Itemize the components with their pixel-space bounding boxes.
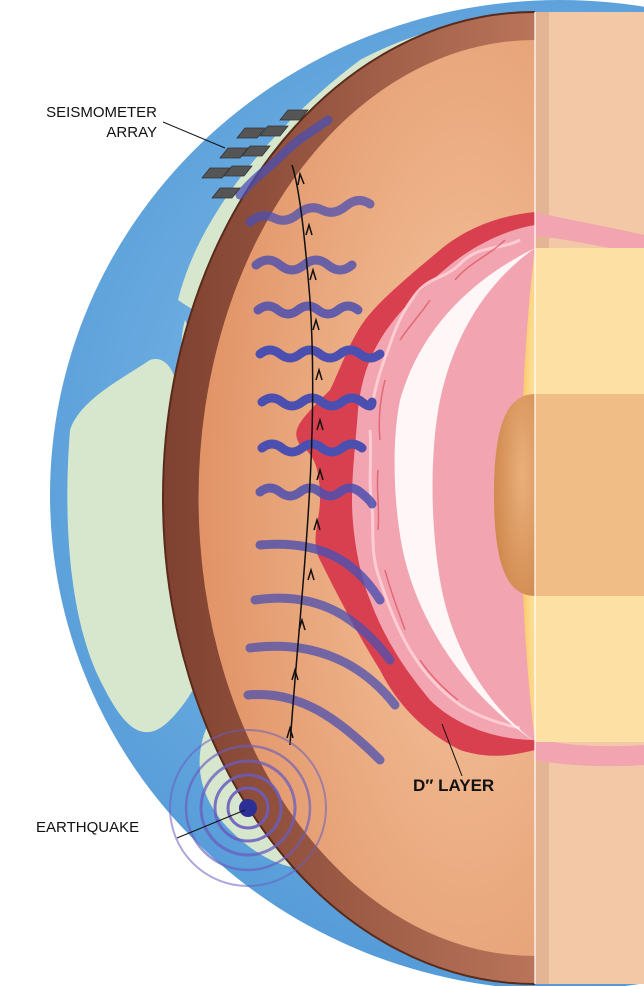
earthquake-label: EARTHQUAKE bbox=[36, 819, 139, 836]
d-layer-label: D″ LAYER bbox=[413, 776, 494, 796]
wave-wiggle-4 bbox=[260, 350, 380, 358]
seismometer-array-label-line1: SEISMOMETER bbox=[46, 104, 157, 121]
inner-core-cut-face bbox=[535, 394, 644, 596]
seismometer-array-label-line2: ARRAY bbox=[106, 124, 157, 141]
